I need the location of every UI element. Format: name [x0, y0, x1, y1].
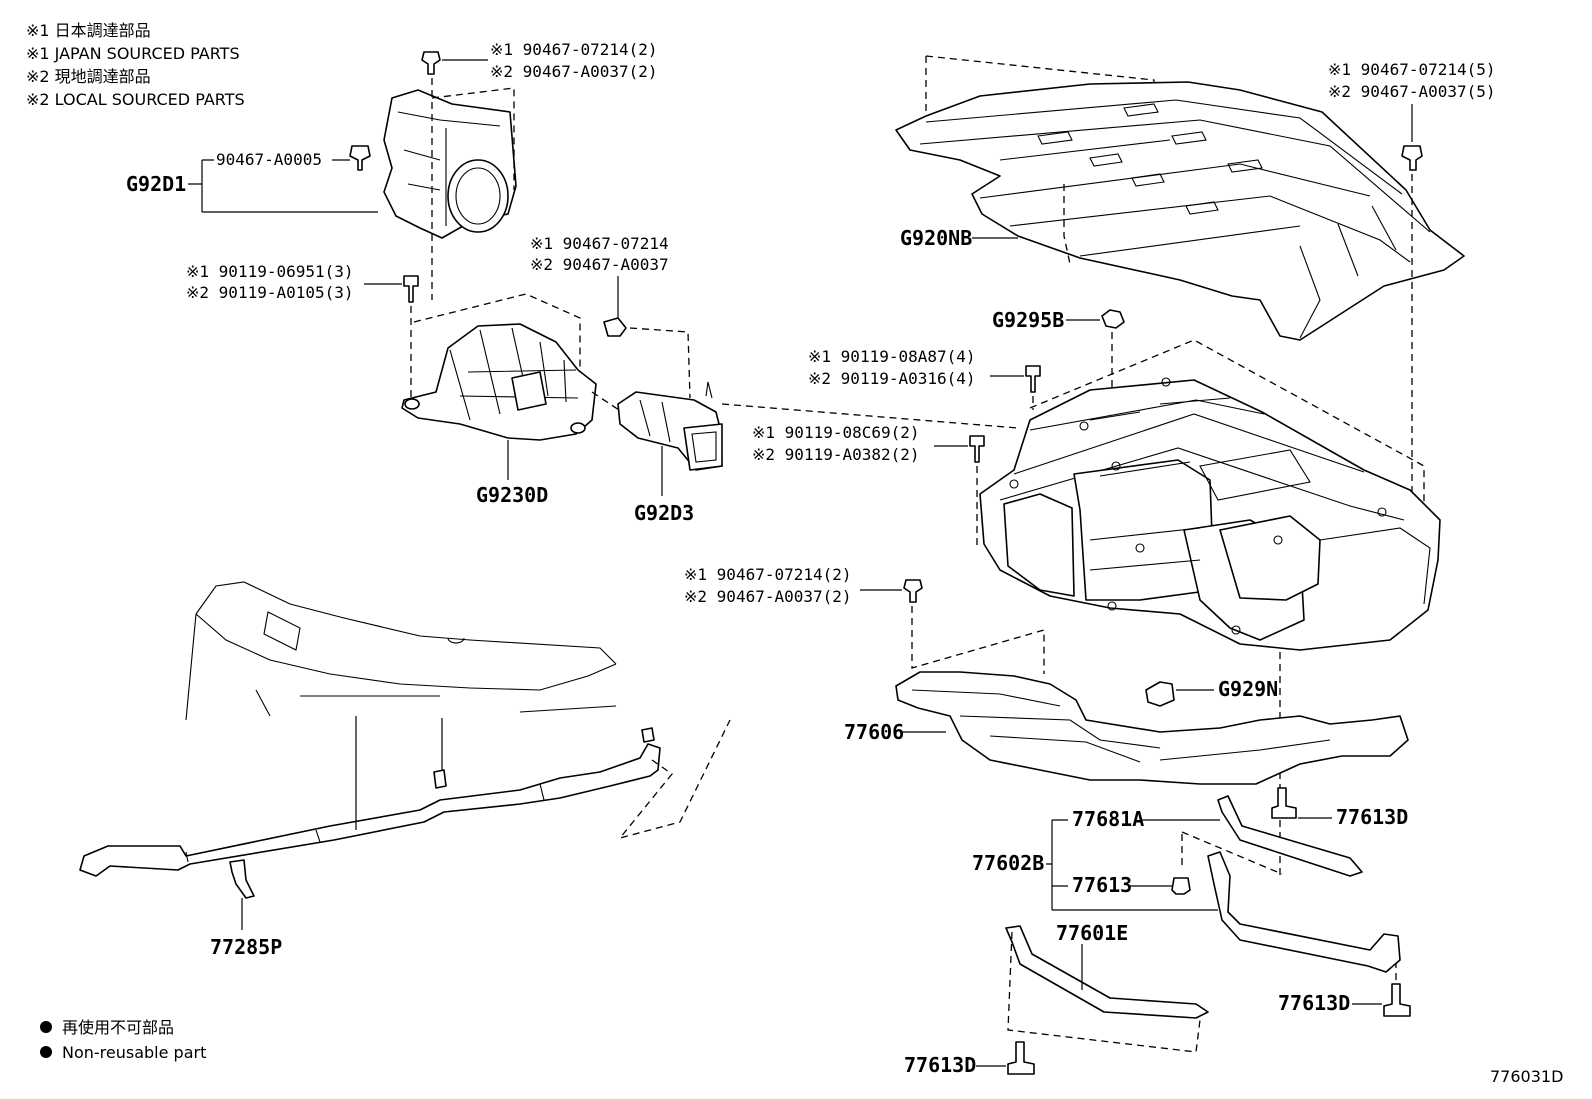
label-clip-low-1: ※1 90467-07214(2)	[684, 565, 852, 584]
legend-bullet-icon	[40, 1021, 52, 1033]
label-clip-top-1: ※1 90467-07214(2)	[490, 40, 658, 59]
label-screw-a-2: ※2 90119-A0105(3)	[186, 283, 354, 302]
bolt-90119-c-icon	[969, 435, 985, 463]
clip-90467-icon	[421, 51, 441, 75]
label-g92d1: G92D1	[126, 172, 186, 196]
label-g92d3: G92D3	[634, 501, 694, 525]
clip-90467-low-icon	[903, 579, 923, 603]
screw-90119-icon	[403, 275, 419, 303]
part-battery-pack	[979, 377, 1441, 651]
part-fuel-tank	[185, 581, 617, 721]
part-g9230d-blower	[401, 323, 597, 441]
label-g9295b: G9295B	[992, 308, 1064, 332]
figure-id: 776031D	[1490, 1067, 1563, 1086]
label-77606: 77606	[844, 720, 904, 744]
label-g929n: G929N	[1218, 677, 1278, 701]
label-clip-right-2: ※2 90467-A0037(5)	[1328, 82, 1496, 101]
legend-non-reusable-en: Non-reusable part	[62, 1043, 206, 1062]
legend-bullet-icon	[40, 1046, 52, 1058]
label-77613: 77613	[1072, 873, 1132, 897]
label-clip-low-2: ※2 90467-A0037(2)	[684, 587, 852, 606]
bolt-90119-b-icon	[1025, 365, 1041, 393]
part-fuel-tube	[79, 727, 661, 877]
label-77285p: 77285P	[210, 935, 282, 959]
label-clip-mid-2: ※2 90467-A0037	[530, 255, 669, 274]
part-strap-long	[1207, 851, 1401, 973]
bolt-77613d-a-icon	[1271, 787, 1297, 819]
note-local-sourced-en: ※2 LOCAL SOURCED PARTS	[26, 90, 245, 109]
part-g920nb-cover	[895, 81, 1465, 341]
label-bolt-c-2: ※2 90119-A0382(2)	[752, 445, 920, 464]
bolt-90467-a0005-icon	[349, 145, 371, 171]
part-77601e-strap	[1005, 925, 1209, 1019]
label-g920nb: G920NB	[900, 226, 972, 250]
label-77681a: 77681A	[1072, 807, 1144, 831]
grommet-g9295b-icon	[1101, 309, 1125, 329]
label-77613d-c: 77613D	[904, 1053, 976, 1077]
note-local-sourced-jp: ※2 現地調達部品	[26, 67, 151, 86]
part-g92d1-duct	[383, 89, 517, 239]
clip-90467-mid-icon	[603, 317, 627, 337]
part-77606-protector	[895, 671, 1409, 785]
label-77613d-a: 77613D	[1336, 805, 1408, 829]
label-bolt-b-1: ※1 90119-08A87(4)	[808, 347, 976, 366]
part-77681a-strap	[1217, 795, 1363, 877]
label-77613d-b: 77613D	[1278, 991, 1350, 1015]
part-g92d3-duct	[617, 381, 723, 471]
label-bolt-b-2: ※2 90119-A0316(4)	[808, 369, 976, 388]
label-clip-top-2: ※2 90467-A0037(2)	[490, 62, 658, 81]
label-g9230d: G9230D	[476, 483, 548, 507]
clamp-77285p-icon	[229, 859, 255, 899]
note-japan-sourced-jp: ※1 日本調達部品	[26, 21, 151, 40]
bolt-77613d-b-icon	[1383, 983, 1411, 1017]
bolt-77613-icon	[1171, 877, 1191, 895]
clip-90467-right-icon	[1401, 145, 1423, 171]
label-77602b: 77602B	[972, 851, 1044, 875]
label-clip-right-1: ※1 90467-07214(5)	[1328, 60, 1496, 79]
label-screw-a-1: ※1 90119-06951(3)	[186, 262, 354, 281]
label-bolt-c-1: ※1 90119-08C69(2)	[752, 423, 920, 442]
label-clip-mid-1: ※1 90467-07214	[530, 234, 669, 253]
note-japan-sourced-en: ※1 JAPAN SOURCED PARTS	[26, 44, 240, 63]
label-90467-a0005: 90467-A0005	[216, 150, 322, 169]
plug-g929n-icon	[1145, 681, 1175, 707]
bolt-77613d-c-icon	[1007, 1041, 1035, 1075]
legend-non-reusable-jp: 再使用不可部品	[62, 1018, 174, 1037]
label-77601e: 77601E	[1056, 921, 1128, 945]
